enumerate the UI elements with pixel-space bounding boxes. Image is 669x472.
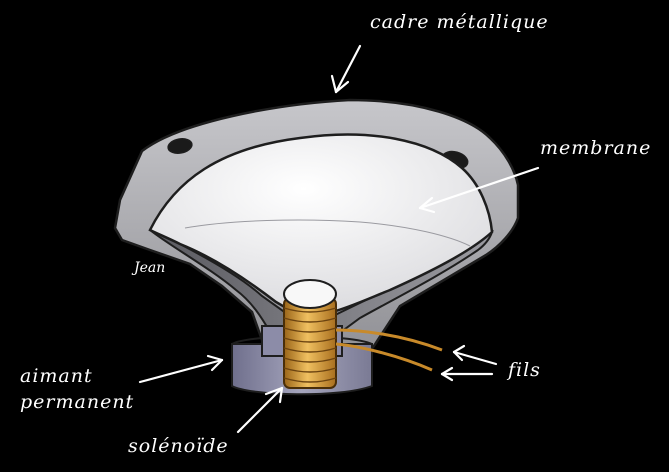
label-frame: cadre métallique — [370, 11, 549, 33]
label-membrane: membrane — [540, 137, 652, 159]
wires — [335, 328, 443, 372]
annotation-arrows — [138, 44, 540, 434]
label-magnet-line2: permanent — [20, 391, 135, 413]
mounting-hole-left — [167, 138, 193, 154]
label-coil: solénoïde — [128, 435, 229, 457]
membrane-cone — [148, 133, 494, 318]
label-wires: fils — [508, 359, 541, 381]
solenoid-coil — [283, 279, 337, 389]
artist-signature: Jean — [134, 260, 166, 276]
label-magnet-line1: aimant — [20, 365, 93, 387]
